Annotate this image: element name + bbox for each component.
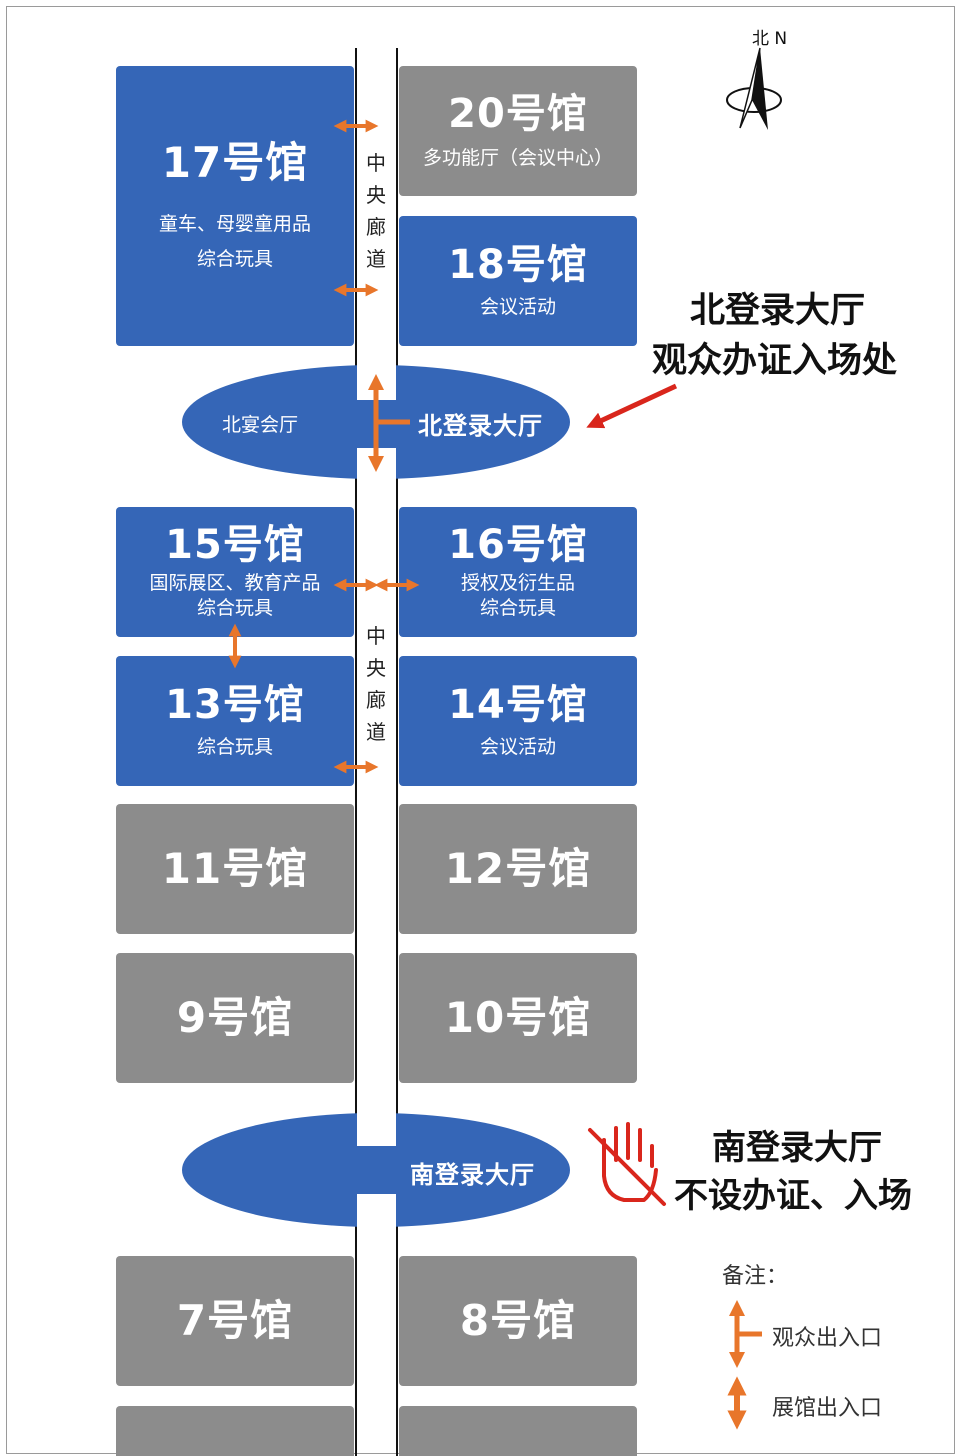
hall-9-name: 9号馆 (176, 992, 294, 1042)
corridor-left-line (355, 48, 357, 1456)
hand-stop-icon (588, 1122, 666, 1206)
hall-11[interactable]: 11号馆 (116, 804, 354, 934)
hall-18-sub: 会议活动 (479, 295, 556, 318)
hall-11-name: 11号馆 (161, 843, 309, 893)
hall-16-sub2: 综合玩具 (479, 597, 556, 619)
legend-visitor-entrance-icon (728, 1299, 762, 1369)
hall-12[interactable]: 12号馆 (399, 804, 637, 934)
hall-8-name: 8号馆 (459, 1295, 577, 1345)
hall-14-name: 14号馆 (448, 681, 588, 728)
hall-17-sub1: 童车、母婴童用品 (158, 213, 311, 236)
corridor-right-line (396, 48, 398, 1456)
hall-13-name: 13号馆 (165, 681, 305, 728)
hall-partial-right (399, 1406, 637, 1456)
hall-17-name: 17号馆 (161, 138, 309, 188)
hall-14-sub: 会议活动 (479, 735, 556, 758)
hall-9[interactable]: 9号馆 (116, 953, 354, 1083)
north-banquet-label: 北宴会厅 (222, 414, 299, 436)
hall-17-sub2: 综合玩具 (196, 248, 273, 271)
hall-10[interactable]: 10号馆 (399, 953, 637, 1083)
hall-partial-left (116, 1406, 354, 1456)
hall-7-name: 7号馆 (176, 1295, 294, 1345)
hall-12-name: 12号馆 (444, 843, 592, 893)
hall-17[interactable]: 17号馆 童车、母婴童用品 综合玩具 (116, 66, 354, 346)
corridor-label-middle: 中央廊道 (366, 624, 386, 744)
corridor-label-north: 中央廊道 (366, 151, 386, 271)
hall-15-sub2: 综合玩具 (196, 597, 273, 619)
hall-20-sub: 多功能厅（会议中心） (422, 146, 613, 169)
hall-15-name: 15号馆 (165, 522, 305, 569)
legend-visitor-entrance-label: 观众出入口 (772, 1326, 883, 1351)
hall-20-name: 20号馆 (448, 90, 588, 137)
legend-title: 备注： (722, 1264, 789, 1289)
south-lobby-ellipse[interactable] (182, 1113, 570, 1227)
north-callout-line1: 北登录大厅 (690, 291, 866, 331)
compass-icon (726, 47, 782, 130)
hall-15[interactable]: 15号馆 国际展区、教育产品 综合玩具 (116, 507, 354, 637)
north-callout-line2: 观众办证入场处 (652, 341, 898, 381)
hall-20[interactable]: 20号馆 多功能厅（会议中心） (399, 66, 637, 196)
hall-16-name: 16号馆 (448, 522, 588, 569)
north-callout-arrow (586, 383, 678, 429)
hall-8[interactable]: 8号馆 (399, 1256, 637, 1386)
hall-7[interactable]: 7号馆 (116, 1256, 354, 1386)
hall-18-name: 18号馆 (448, 241, 588, 288)
hall-13[interactable]: 13号馆 综合玩具 (116, 656, 354, 786)
hall-16-sub1: 授权及衍生品 (460, 572, 575, 595)
legend-hall-entrance-label: 展馆出入口 (772, 1396, 883, 1421)
hall-13-sub: 综合玩具 (196, 735, 273, 758)
compass-label: 北 N (752, 29, 788, 49)
hall-15-sub1: 国际展区、教育产品 (149, 572, 321, 595)
hall-14[interactable]: 14号馆 会议活动 (399, 656, 637, 786)
south-callout-line1: 南登录大厅 (712, 1128, 882, 1168)
hall-10-name: 10号馆 (444, 992, 592, 1042)
hall-16[interactable]: 16号馆 授权及衍生品 综合玩具 (399, 507, 637, 637)
south-callout-line2: 不设办证、入场 (674, 1176, 912, 1216)
hall-18[interactable]: 18号馆 会议活动 (399, 216, 637, 346)
north-lobby-label: 北登录大厅 (418, 412, 543, 440)
south-lobby-label: 南登录大厅 (410, 1161, 535, 1189)
